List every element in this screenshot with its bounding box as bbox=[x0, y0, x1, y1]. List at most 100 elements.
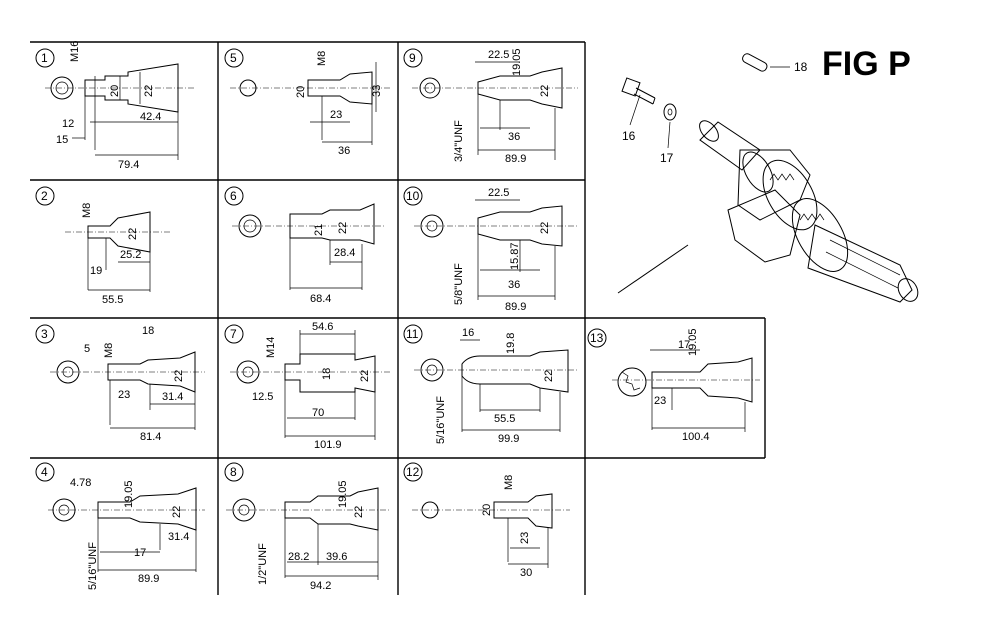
panel-3: 3 5 M8 18 22 23 31.4 81.4 bbox=[35, 324, 205, 443]
dim-label: 22 bbox=[173, 370, 185, 382]
panel-4: 4 4.78 19.05 22 5/16"UNF 17 31.4 89.9 bbox=[35, 462, 205, 590]
dim-label: 28.4 bbox=[334, 247, 355, 259]
dim-label: 1/2"UNF bbox=[257, 543, 269, 585]
washer-part-17: 17 bbox=[660, 103, 677, 165]
dim-label: 4.78 bbox=[70, 477, 91, 489]
dim-label: 20 bbox=[109, 85, 121, 97]
dim-label: 81.4 bbox=[140, 431, 161, 443]
dim-label: 31.4 bbox=[162, 391, 183, 403]
dim-label: 89.9 bbox=[138, 573, 159, 585]
dim-label: 17 bbox=[134, 547, 146, 559]
panel-number: 11 bbox=[406, 327, 419, 341]
dim-label: 23 bbox=[654, 395, 666, 407]
dim-label: 99.9 bbox=[498, 433, 519, 445]
dim-label: 100.4 bbox=[682, 431, 710, 443]
dim-label: 36 bbox=[338, 145, 350, 157]
dim-label: 89.9 bbox=[505, 153, 526, 165]
panel-number: 7 bbox=[230, 327, 237, 341]
dim-label: 33 bbox=[371, 85, 383, 97]
panel-number: 12 bbox=[406, 465, 420, 479]
dim-label: 70 bbox=[312, 407, 324, 419]
dim-label: 54.6 bbox=[312, 321, 333, 333]
panel-number: 6 bbox=[230, 189, 237, 203]
dim-label: 23 bbox=[330, 109, 342, 121]
panel-number: 4 bbox=[41, 465, 48, 479]
crankshaft-assembly: 18 16 17 bbox=[617, 53, 919, 303]
dim-label: 12 bbox=[62, 118, 74, 130]
dim-label: 22 bbox=[127, 228, 139, 240]
dim-label: 19.05 bbox=[123, 480, 135, 508]
dim-label: 20 bbox=[481, 504, 493, 516]
dim-label: 79.4 bbox=[118, 159, 139, 171]
panel-number: 8 bbox=[230, 465, 237, 479]
panel-6: 6 21 22 28.4 68.4 bbox=[224, 186, 385, 305]
panel-8: 8 19.05 22 1/2"UNF 28.2 39.6 94.2 bbox=[224, 462, 390, 592]
dim-label: 5/16"UNF bbox=[435, 396, 447, 444]
panel-10: 10 22.5 22 5/8"UNF 15.87 36 89.9 bbox=[403, 186, 578, 313]
dim-label: 42.4 bbox=[140, 111, 161, 123]
dim-label: 31.4 bbox=[168, 531, 189, 543]
panel-number: 1 bbox=[41, 51, 48, 65]
dim-label: 15 bbox=[56, 134, 68, 146]
dim-label: 39.6 bbox=[326, 551, 347, 563]
panel-number: 10 bbox=[406, 189, 420, 203]
dim-label: 19.8 bbox=[505, 333, 517, 354]
dim-label: 22 bbox=[171, 506, 183, 518]
dim-label: 22 bbox=[543, 370, 555, 382]
dim-label: 28.2 bbox=[288, 551, 309, 563]
dim-label: 30 bbox=[520, 567, 532, 579]
dim-label: 22 bbox=[539, 85, 551, 97]
bolt-part-16: 16 bbox=[621, 77, 656, 143]
panel-1: 1 M16 20 22 12 42.4 15 79.4 bbox=[35, 41, 195, 171]
panel-number: 2 bbox=[41, 189, 48, 203]
dim-label: 22.5 bbox=[488, 49, 509, 61]
panel-12: 12 M8 20 23 30 bbox=[403, 462, 570, 579]
panel-5: 5 M8 20 33 23 36 bbox=[224, 48, 390, 157]
dim-label: 17 bbox=[678, 339, 690, 351]
dim-label: 21 bbox=[313, 224, 325, 236]
panel-7: 7 M14 54.6 18 22 12.5 70 101.9 bbox=[224, 321, 390, 451]
part-number-18: 18 bbox=[794, 60, 808, 74]
part-number-17: 17 bbox=[660, 151, 674, 165]
dim-label: 15.87 bbox=[509, 242, 521, 270]
dim-label: 3/4"UNF bbox=[453, 120, 465, 162]
dim-label: M8 bbox=[503, 475, 515, 490]
dim-label: 5/16"UNF bbox=[87, 542, 99, 590]
dim-label: 68.4 bbox=[310, 293, 331, 305]
assembly-leader-line bbox=[617, 244, 689, 294]
dim-label: M16 bbox=[69, 41, 81, 62]
panel-grid bbox=[30, 41, 766, 595]
panel-number: 13 bbox=[590, 331, 604, 345]
panel-2: 2 M8 22 19 25.2 55.5 bbox=[35, 186, 170, 306]
pin-part-18: 18 bbox=[742, 53, 808, 74]
dim-label: M14 bbox=[265, 337, 277, 358]
dim-label: 23 bbox=[118, 389, 130, 401]
dim-label: 12.5 bbox=[252, 391, 273, 403]
dim-label: 19.05 bbox=[337, 480, 349, 508]
dim-label: 101.9 bbox=[314, 439, 342, 451]
part-number-16: 16 bbox=[622, 129, 636, 143]
dim-label: 5 bbox=[84, 343, 90, 355]
dim-label: 94.2 bbox=[310, 580, 331, 592]
dim-label: M8 bbox=[81, 203, 93, 218]
dim-label: 22 bbox=[359, 370, 371, 382]
dim-label: 22 bbox=[337, 222, 349, 234]
dim-label: 25.2 bbox=[120, 249, 141, 261]
dim-label: 22.5 bbox=[488, 187, 509, 199]
dim-label: M8 bbox=[316, 51, 328, 66]
dim-label: 36 bbox=[508, 131, 520, 143]
panel-9: 9 22.5 19.05 22 3/4"UNF 36 89.9 bbox=[403, 48, 578, 165]
dim-label: 20 bbox=[295, 86, 307, 98]
panel-11: 11 16 19.8 22 5/16"UNF 55.5 99.9 bbox=[403, 324, 578, 445]
dim-label: 23 bbox=[519, 532, 531, 544]
dim-label: 19.05 bbox=[687, 328, 699, 356]
dim-label: 55.5 bbox=[494, 413, 515, 425]
dim-label: 16 bbox=[462, 327, 474, 339]
dim-label: 18 bbox=[321, 368, 333, 380]
dim-label: 55.5 bbox=[102, 294, 123, 306]
dim-label: 5/8"UNF bbox=[453, 263, 465, 305]
panel-number: 3 bbox=[41, 327, 48, 341]
dim-label: 22 bbox=[539, 222, 551, 234]
dim-label: 22 bbox=[353, 506, 365, 518]
